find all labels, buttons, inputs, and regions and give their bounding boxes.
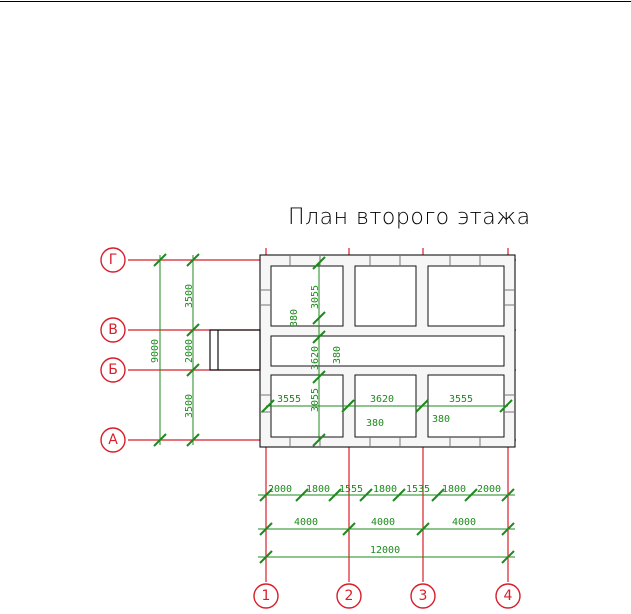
axis-bubble-v: В: [100, 317, 126, 343]
dim-3555-right: 3555: [449, 394, 473, 405]
axis-bubble-3: 3: [410, 583, 436, 609]
axis-bubble-g: Г: [100, 247, 126, 273]
room-top-mid: [354, 265, 417, 327]
svg-text:2: 2: [345, 588, 354, 604]
column-axis-bubbles: 1 2 3 4: [253, 583, 521, 609]
left-dimensions: 3500 2000 3500 9000: [150, 253, 200, 447]
dim-bottom-2-3: 4000: [452, 517, 476, 528]
svg-text:Б: Б: [108, 362, 118, 378]
dim-bottom-2-1: 4000: [294, 517, 318, 528]
svg-text:В: В: [108, 322, 118, 338]
dim-left-span-3: 3500: [184, 394, 195, 418]
room-top-left: [270, 265, 344, 327]
dim-bottom-1-5: 1535: [406, 484, 430, 495]
dim-bottom-1-4: 1800: [373, 484, 397, 495]
svg-text:Г: Г: [109, 252, 118, 268]
dim-left-span-1: 3500: [184, 284, 195, 308]
svg-text:1: 1: [262, 588, 271, 604]
building: [209, 254, 516, 448]
axis-bubble-a: А: [100, 427, 126, 453]
axis-bubble-b: Б: [100, 357, 126, 383]
plan-title: План второго этажа: [288, 205, 531, 230]
dim-3055-top: 3055: [310, 285, 321, 309]
room-top-right: [427, 265, 505, 327]
dim-3620-vertical: 3620: [310, 346, 321, 370]
dim-left-span-2: 2000: [184, 339, 195, 363]
stair-annex: [209, 329, 261, 371]
svg-text:3: 3: [419, 588, 428, 604]
dim-3055-low: 3055: [310, 388, 321, 412]
dim-380-mid: 380: [332, 346, 343, 364]
svg-text:4: 4: [504, 588, 513, 604]
dim-3555-left: 3555: [277, 394, 301, 405]
svg-text:А: А: [108, 432, 118, 448]
row-axis-bubbles: Г В Б А: [100, 247, 126, 453]
dim-bottom-1-1: 2000: [268, 484, 292, 495]
dim-bottom-total: 12000: [370, 545, 400, 556]
axis-bubble-4: 4: [495, 583, 521, 609]
dim-bottom-1-3: 1555: [339, 484, 363, 495]
window-marks: [260, 255, 515, 447]
interior-dimensions: 3055 380 3620 380 3055 3555 3620 3555 38…: [261, 256, 513, 447]
dim-380-bottom-2: 380: [432, 414, 450, 425]
dim-left-total: 9000: [150, 339, 161, 363]
dim-bottom-1-7: 2000: [477, 484, 501, 495]
dim-380-bottom-1: 380: [366, 418, 384, 429]
axis-bubble-1: 1: [253, 583, 279, 609]
dim-bottom-1-6: 1800: [442, 484, 466, 495]
axis-bubble-2: 2: [336, 583, 362, 609]
dim-3620-horizontal: 3620: [370, 394, 394, 405]
dim-380-top: 380: [289, 309, 300, 327]
dim-bottom-1-2: 1800: [306, 484, 330, 495]
dim-bottom-2-2: 4000: [371, 517, 395, 528]
corridor: [270, 335, 505, 367]
bottom-dimensions: 2000 1800 1555 1800 1535 1800 2000 4000 …: [258, 484, 515, 564]
